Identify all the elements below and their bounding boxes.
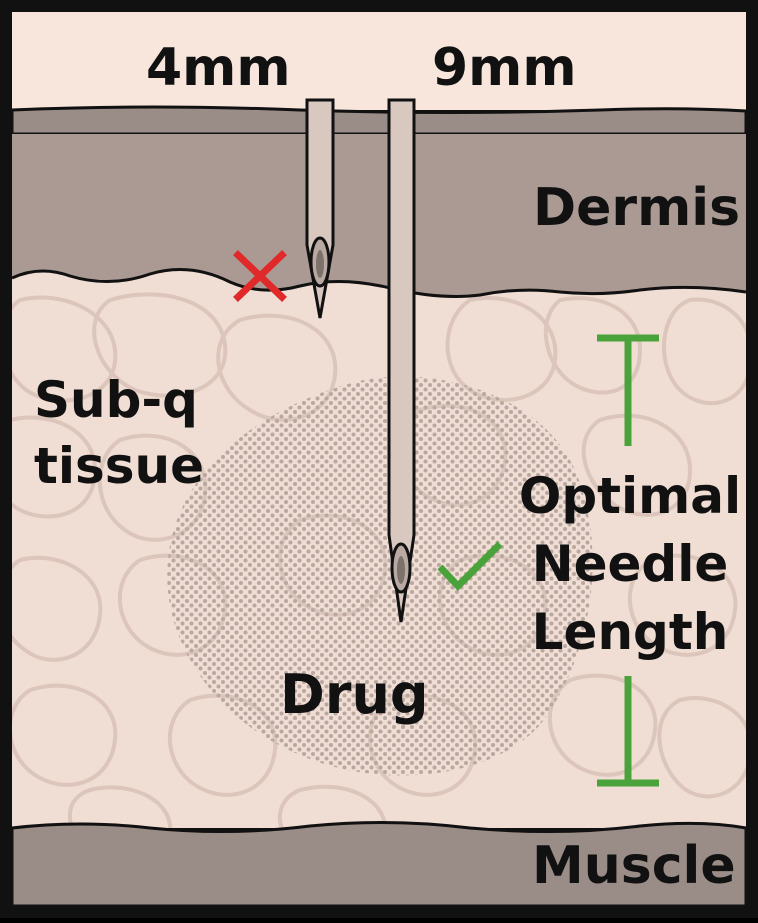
drug-area bbox=[167, 376, 593, 776]
epidermis-layer bbox=[10, 105, 748, 136]
dermis-label: Dermis bbox=[533, 178, 741, 238]
optimal-length-bracket bbox=[597, 334, 659, 787]
dermis-layer bbox=[12, 134, 746, 297]
optimal-length-label: Optimal Needle Length bbox=[510, 462, 750, 666]
needle-9mm-label: 9mm bbox=[432, 38, 577, 98]
subq-label-line2: tissue bbox=[34, 437, 205, 495]
needle-9mm bbox=[387, 98, 416, 623]
optimal-label-line1: Optimal bbox=[518, 467, 742, 525]
drug-label: Drug bbox=[280, 663, 429, 726]
subq-label-line1: Sub-q bbox=[34, 371, 198, 429]
needle-4mm-label: 4mm bbox=[146, 38, 291, 98]
muscle-label: Muscle bbox=[532, 836, 736, 896]
optimal-label-line2: Needle bbox=[531, 535, 729, 593]
muscle-layer bbox=[10, 820, 748, 908]
dermis-boundary bbox=[11, 268, 747, 298]
subq-label: Sub-q tissue bbox=[34, 367, 204, 499]
skin-surface bbox=[12, 12, 746, 110]
check-mark-icon bbox=[437, 541, 503, 592]
x-mark-icon bbox=[233, 250, 287, 302]
optimal-label-line3: Length bbox=[531, 603, 729, 661]
needle-4mm bbox=[305, 98, 335, 319]
